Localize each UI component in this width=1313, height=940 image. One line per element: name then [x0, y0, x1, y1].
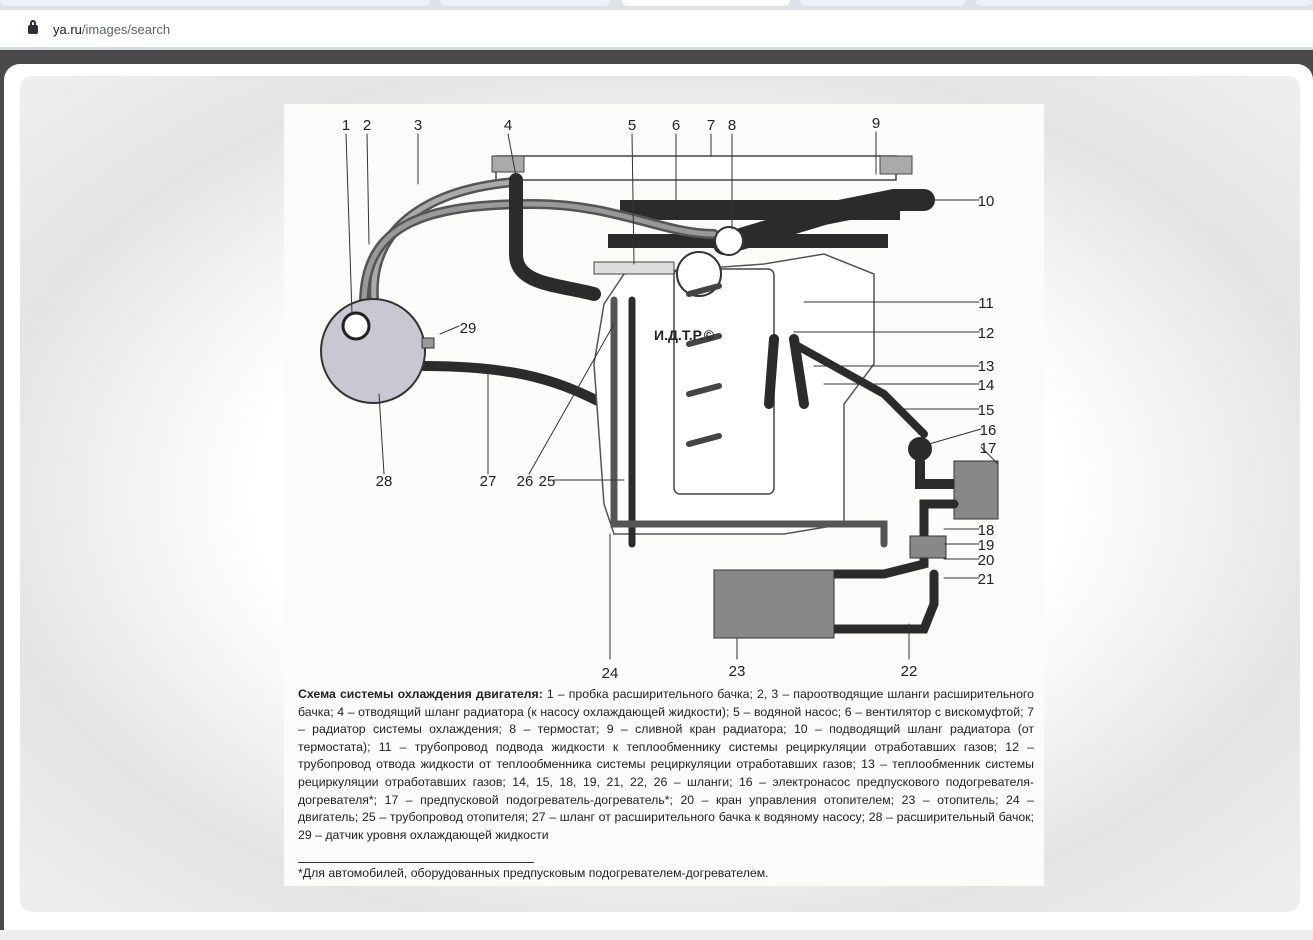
- callout-label-25: 25: [539, 473, 556, 490]
- callout-label-14: 14: [978, 377, 995, 394]
- expansion-tank: [320, 298, 426, 404]
- callout-label-10: 10: [978, 193, 995, 210]
- footnote: *Для автомобилей, оборудованных предпуск…: [298, 866, 769, 880]
- callout-label-22: 22: [901, 663, 918, 680]
- browser-tab[interactable]: [800, 0, 965, 6]
- hose-10: [713, 189, 935, 255]
- diagram-caption: Схема системы охлаждения двигателя: 1 – …: [298, 686, 1034, 844]
- callout-label-13: 13: [978, 358, 995, 375]
- callout-label-27: 27: [480, 473, 497, 490]
- browser-tab[interactable]: [0, 0, 430, 6]
- hose-27: [419, 361, 609, 409]
- callout-label-8: 8: [728, 117, 736, 134]
- callout-label-23: 23: [729, 663, 746, 680]
- callout-label-28: 28: [376, 473, 393, 490]
- url-text[interactable]: ya.ru/images/search: [53, 22, 170, 37]
- thermostat: [714, 226, 744, 256]
- pre-heater: [953, 460, 999, 520]
- browser-tab[interactable]: [440, 0, 610, 6]
- callout-label-5: 5: [628, 117, 636, 134]
- callout-label-7: 7: [707, 117, 715, 134]
- callout-label-1: 1: [342, 117, 350, 134]
- callout-label-3: 3: [414, 117, 422, 134]
- tank-cap: [341, 311, 371, 341]
- address-bar[interactable]: ya.ru/images/search: [0, 10, 1313, 50]
- callout-label-12: 12: [978, 325, 995, 342]
- callout-label-24: 24: [602, 665, 619, 682]
- callout-label-9: 9: [872, 115, 880, 132]
- electric-pump: [908, 437, 932, 461]
- heater-valve: [909, 535, 947, 559]
- browser-tab[interactable]: [975, 0, 1313, 6]
- lock-icon[interactable]: [28, 20, 38, 34]
- callout-label-11: 11: [978, 295, 994, 312]
- heater: [713, 569, 835, 639]
- footnote-divider: [298, 862, 534, 863]
- url-path: /images/search: [81, 22, 171, 37]
- callout-label-15: 15: [978, 402, 995, 419]
- callout-label-20: 20: [978, 552, 995, 569]
- callout-label-16: 16: [980, 422, 997, 439]
- tab-strip: [0, 0, 1313, 10]
- callout-label-21: 21: [978, 571, 995, 588]
- url-host: ya.ru: [53, 22, 82, 37]
- callout-label-2: 2: [363, 117, 371, 134]
- caption-text: 1 – пробка расширительного бачка; 2, 3 –…: [298, 687, 1034, 842]
- water-pump: [676, 251, 722, 297]
- callout-label-18: 18: [978, 522, 995, 539]
- diagram-watermark: И.Д.Т.Р.©: [654, 327, 715, 343]
- radiator: [495, 155, 897, 181]
- callout-label-26: 26: [517, 473, 534, 490]
- callout-label-4: 4: [504, 117, 512, 134]
- callout-label-29: 29: [460, 320, 477, 337]
- callout-label-17: 17: [980, 440, 997, 457]
- hose-4: [509, 173, 601, 301]
- bottom-strip: [0, 930, 1313, 940]
- callout-label-6: 6: [672, 117, 680, 134]
- callout-label-19: 19: [978, 537, 995, 554]
- caption-title: Схема системы охлаждения двигателя:: [298, 687, 543, 701]
- browser-tab-active[interactable]: [622, 0, 790, 6]
